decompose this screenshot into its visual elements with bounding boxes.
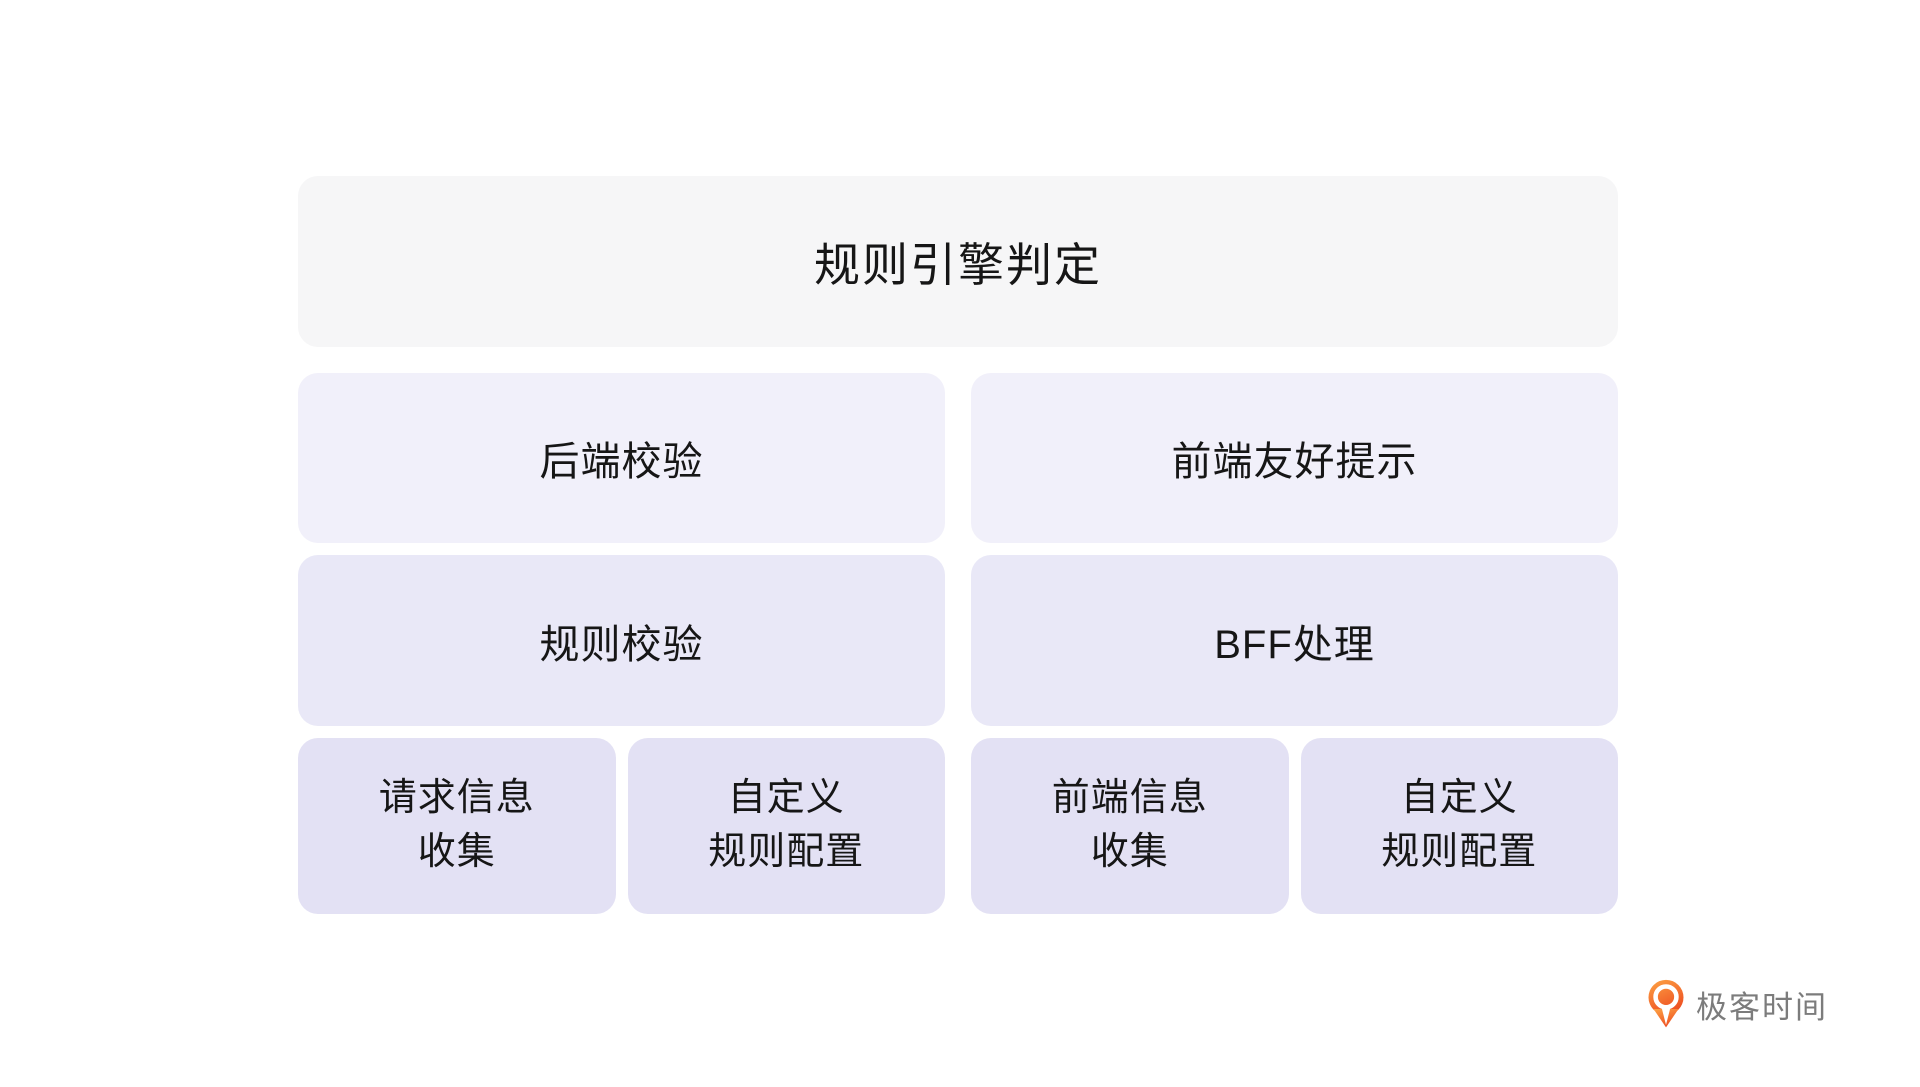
frontend-leaf-group: 前端信息 收集 自定义 规则配置 <box>971 738 1618 914</box>
node-label: 后端校验 <box>539 440 704 484</box>
root-node: 规则引擎判定 <box>298 176 1618 347</box>
node-label-line2: 收集 <box>1090 831 1169 873</box>
geektime-logo-text: 极客时间 <box>1696 989 1828 1025</box>
node-label-line1: 自定义 <box>1400 777 1518 820</box>
node-label-line2: 规则配置 <box>708 831 865 873</box>
node-label-line2: 规则配置 <box>1381 831 1538 873</box>
backend-leaf-group: 请求信息 收集 自定义 规则配置 <box>298 738 945 914</box>
node-frontend-friendly-tip: 前端友好提示 <box>971 373 1618 543</box>
node-custom-rule-config-frontend: 自定义 规则配置 <box>1300 738 1618 914</box>
node-label-line2: 收集 <box>417 831 496 873</box>
root-node-label: 规则引擎判定 <box>814 238 1102 291</box>
geektime-pin-icon <box>1646 978 1686 1030</box>
node-label: 前端友好提示 <box>1171 440 1418 484</box>
node-request-info-collection: 请求信息 收集 <box>298 738 616 914</box>
node-label-line1: 请求信息 <box>378 777 535 820</box>
node-frontend-info-collection: 前端信息 收集 <box>971 738 1289 914</box>
node-backend-validation: 后端校验 <box>298 373 945 543</box>
node-bff-processing: BFF处理 <box>971 555 1618 726</box>
node-rule-validation: 规则校验 <box>298 555 945 726</box>
geektime-logo: 极客时间 <box>1646 978 1828 1030</box>
node-label-line1: 自定义 <box>727 777 845 820</box>
node-label: BFF处理 <box>1214 622 1375 667</box>
level3-row: 请求信息 收集 自定义 规则配置 前端信息 收集 自定义 规则配置 <box>298 738 1618 914</box>
hierarchy-diagram: 规则引擎判定 后端校验 前端友好提示 规则校验 BFF处理 请求信息 收集 自定… <box>298 176 1618 914</box>
level1-row: 后端校验 前端友好提示 <box>298 373 1618 543</box>
node-custom-rule-config-backend: 自定义 规则配置 <box>627 738 945 914</box>
level2-row: 规则校验 BFF处理 <box>298 555 1618 726</box>
node-label: 规则校验 <box>539 622 704 667</box>
node-label-line1: 前端信息 <box>1051 777 1208 820</box>
